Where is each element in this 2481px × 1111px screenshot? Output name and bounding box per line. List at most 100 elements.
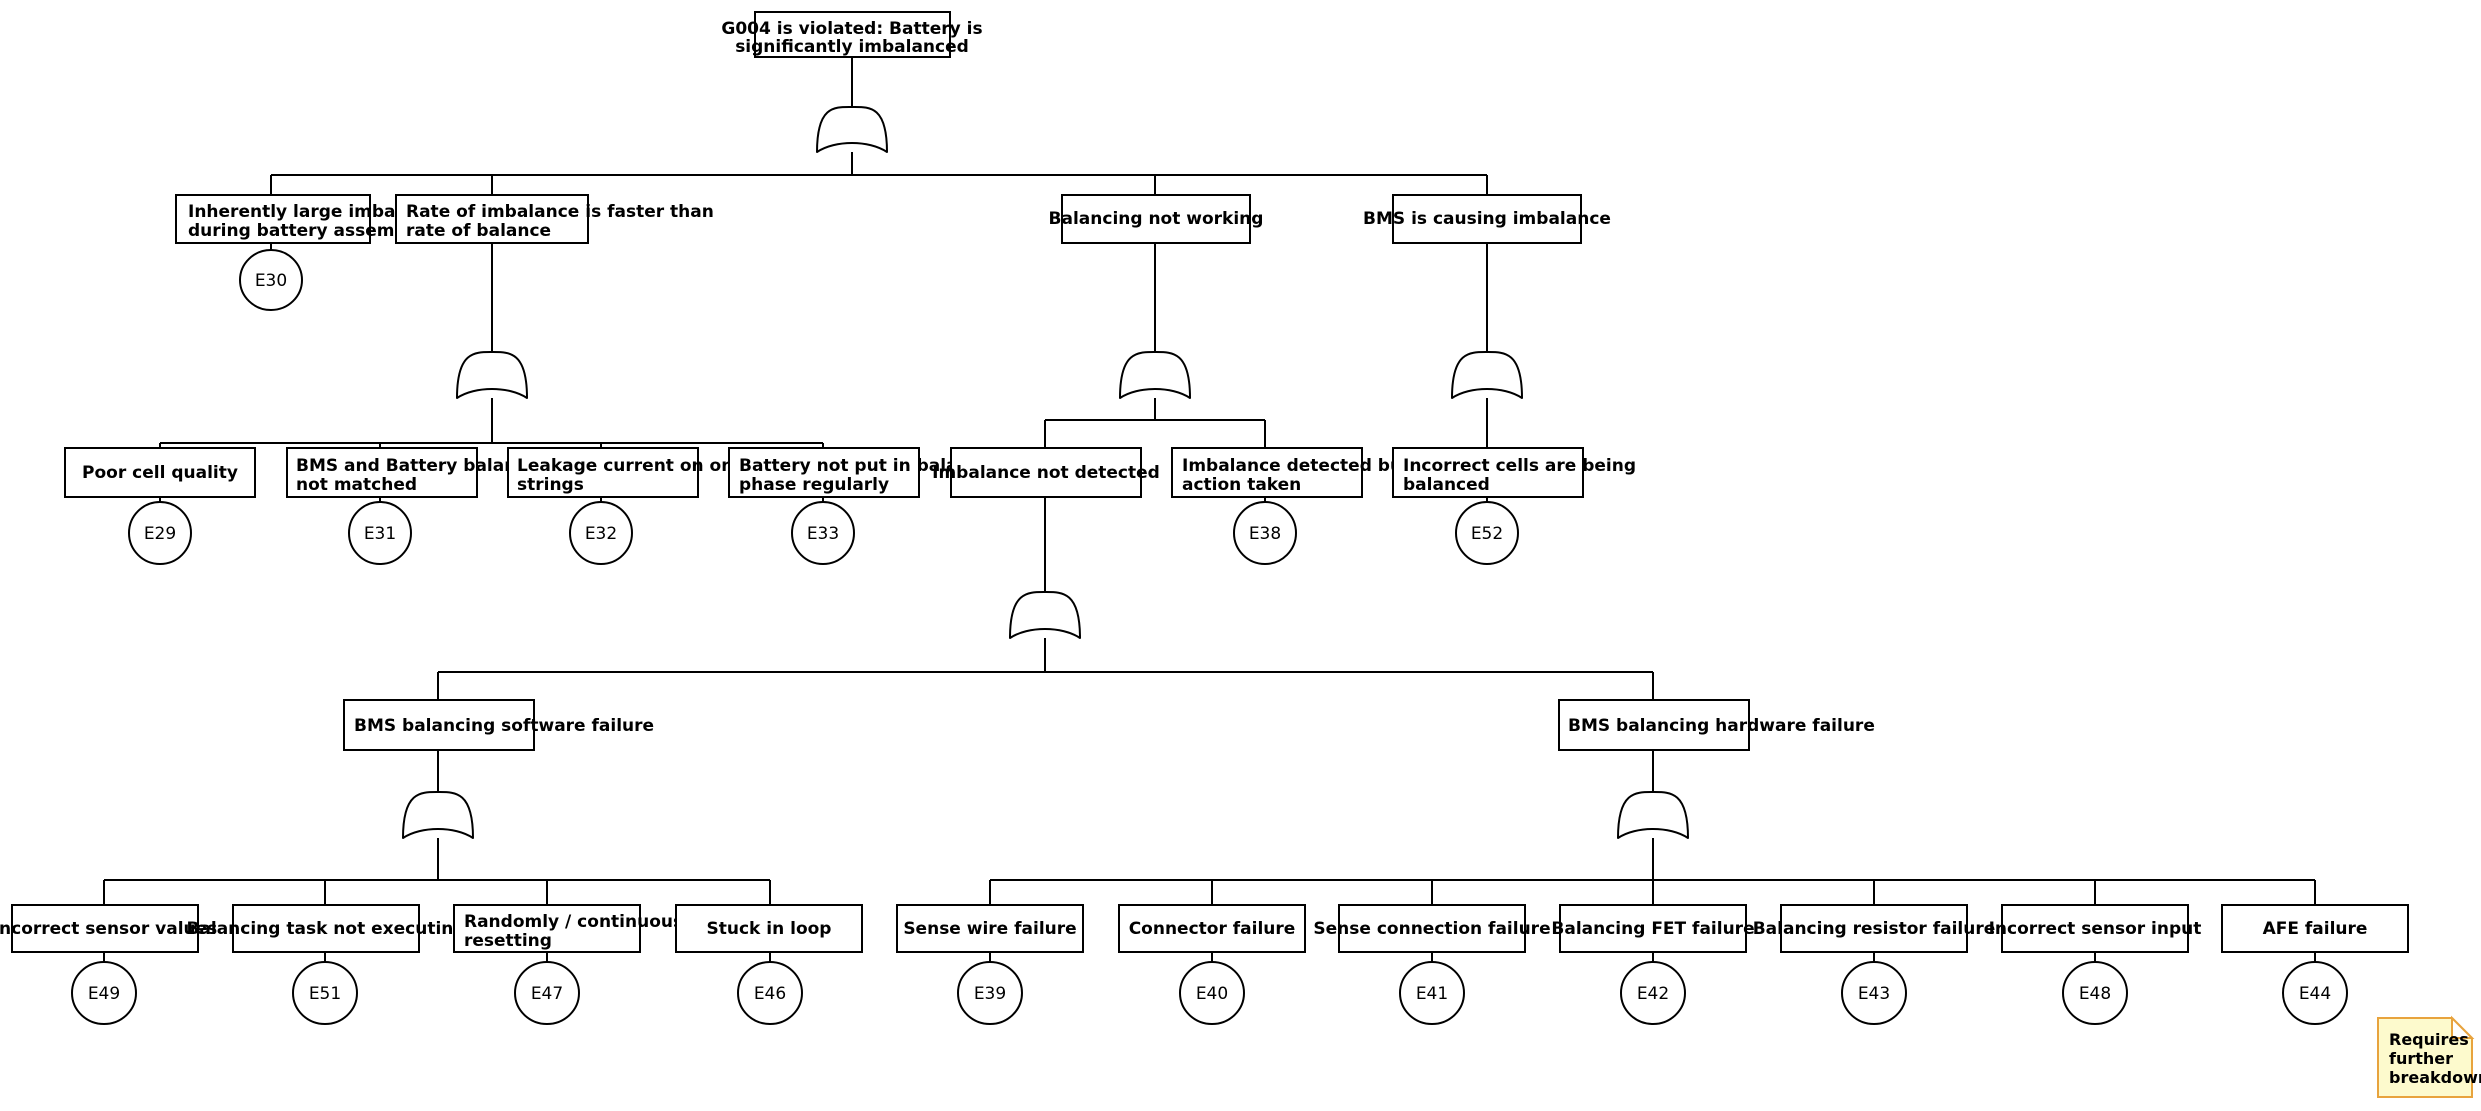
node-box[interactable]	[286, 447, 478, 498]
event-e49[interactable]: E49	[71, 961, 137, 1025]
event-e32[interactable]: E32	[569, 501, 633, 565]
event-label: E30	[255, 271, 287, 291]
node-afe-failure[interactable]: AFE failure	[2221, 904, 2409, 953]
event-e48[interactable]: E48	[2062, 961, 2128, 1025]
gate-imbalance-not-detected[interactable]	[1009, 590, 1081, 639]
event-e51[interactable]: E51	[292, 961, 358, 1025]
node-incorrect-cells-balanced[interactable]: Incorrect cells are being balanced	[1392, 447, 1636, 498]
gate-bms-causing[interactable]	[1451, 350, 1523, 399]
node-rate-of-imbalance[interactable]: Rate of imbalance is faster than rate of…	[395, 194, 714, 244]
basic-event-circle[interactable]	[1455, 501, 1519, 565]
basic-event-circle[interactable]	[1233, 501, 1297, 565]
node-connector-failure[interactable]: Connector failure	[1118, 904, 1306, 953]
event-e33[interactable]: E33	[791, 501, 855, 565]
node-box[interactable]	[1171, 447, 1363, 498]
event-label: E40	[1196, 984, 1228, 1004]
event-label: E44	[2299, 984, 2331, 1004]
event-e52[interactable]: E52	[1455, 501, 1519, 565]
node-box[interactable]	[11, 904, 199, 953]
node-line1: Balancing resistor failure	[1753, 919, 1996, 939]
event-e29[interactable]: E29	[128, 501, 192, 565]
top-event-node[interactable]: G004 is violated: Battery is significant…	[721, 11, 983, 58]
basic-event-circle[interactable]	[239, 249, 303, 311]
note-body[interactable]	[2377, 1017, 2473, 1098]
node-box[interactable]	[64, 447, 256, 498]
node-box[interactable]	[2001, 904, 2189, 953]
basic-event-circle[interactable]	[2282, 961, 2348, 1025]
basic-event-circle[interactable]	[348, 501, 412, 565]
event-e31[interactable]: E31	[348, 501, 412, 565]
gate-software[interactable]	[402, 790, 474, 839]
basic-event-circle[interactable]	[569, 501, 633, 565]
event-e46[interactable]: E46	[737, 961, 803, 1025]
basic-event-circle[interactable]	[2062, 961, 2128, 1025]
node-bms-balancing-software-failure[interactable]: BMS balancing software failure	[343, 699, 654, 751]
node-bms-balancing-hardware-failure[interactable]: BMS balancing hardware failure	[1558, 699, 1875, 751]
node-box[interactable]	[453, 904, 641, 953]
basic-event-circle[interactable]	[292, 961, 358, 1025]
node-box[interactable]	[175, 194, 371, 244]
sticky-note[interactable]: Requires further breakdown	[2377, 1015, 2481, 1098]
node-box[interactable]	[1118, 904, 1306, 953]
node-balancing-fet-failure[interactable]: Balancing FET failure	[1551, 904, 1755, 953]
node-imbalance-not-detected[interactable]: Imbalance not detected	[932, 447, 1160, 498]
node-box[interactable]	[950, 447, 1142, 498]
node-line1: BMS is causing imbalance	[1363, 209, 1611, 229]
event-e41[interactable]: E41	[1399, 961, 1465, 1025]
node-line1: Rate of imbalance is faster than	[406, 202, 714, 222]
event-e39[interactable]: E39	[957, 961, 1023, 1025]
top-event-box[interactable]	[754, 11, 951, 58]
node-bms-is-causing-imbalance[interactable]: BMS is causing imbalance	[1363, 194, 1611, 244]
basic-event-circle[interactable]	[71, 961, 137, 1025]
gate-hardware[interactable]	[1617, 790, 1689, 839]
basic-event-circle[interactable]	[128, 501, 192, 565]
node-stuck-in-loop[interactable]: Stuck in loop	[675, 904, 863, 953]
gate-balancing[interactable]	[1119, 350, 1191, 399]
node-box[interactable]	[1558, 699, 1750, 751]
node-sense-wire-failure[interactable]: Sense wire failure	[896, 904, 1084, 953]
node-box[interactable]	[1338, 904, 1526, 953]
node-poor-cell-quality[interactable]: Poor cell quality	[64, 447, 256, 498]
node-inherently-large-imbalance[interactable]: Inherently large imbalance during batter…	[175, 194, 447, 244]
event-e40[interactable]: E40	[1179, 961, 1245, 1025]
node-box[interactable]	[1559, 904, 1747, 953]
basic-event-circle[interactable]	[957, 961, 1023, 1025]
node-box[interactable]	[395, 194, 589, 244]
gate-top[interactable]	[816, 105, 888, 153]
node-box[interactable]	[2221, 904, 2409, 953]
event-e47[interactable]: E47	[514, 961, 580, 1025]
node-balancing-resistor-failure[interactable]: Balancing resistor failure	[1753, 904, 1996, 953]
node-box[interactable]	[728, 447, 920, 498]
node-box[interactable]	[675, 904, 863, 953]
basic-event-circle[interactable]	[1399, 961, 1465, 1025]
event-label: E46	[754, 984, 786, 1004]
basic-event-circle[interactable]	[737, 961, 803, 1025]
node-box[interactable]	[1061, 194, 1251, 244]
basic-event-circle[interactable]	[1841, 961, 1907, 1025]
node-box[interactable]	[1392, 194, 1582, 244]
event-e43[interactable]: E43	[1841, 961, 1907, 1025]
node-box[interactable]	[343, 699, 535, 751]
node-box[interactable]	[1392, 447, 1584, 498]
basic-event-circle[interactable]	[1620, 961, 1686, 1025]
node-box[interactable]	[1780, 904, 1968, 953]
node-randomly-continuously-resetting[interactable]: Randomly / continuously resetting	[453, 904, 700, 953]
event-e30[interactable]: E30	[239, 249, 303, 311]
node-box[interactable]	[507, 447, 699, 498]
node-battery-not-in-balancing-phase[interactable]: Battery not put in balancing phase regul…	[728, 447, 1010, 498]
node-balancing-task-not-executing[interactable]: Balancing task not executing	[186, 904, 466, 953]
node-incorrect-sensor-input[interactable]: Incorrect sensor input	[1989, 904, 2202, 953]
basic-event-circle[interactable]	[791, 501, 855, 565]
node-box[interactable]	[232, 904, 420, 953]
basic-event-circle[interactable]	[514, 961, 580, 1025]
gate-rate[interactable]	[456, 350, 528, 399]
node-sense-connection-failure[interactable]: Sense connection failure	[1313, 904, 1551, 953]
node-incorrect-sensor-values[interactable]: Incorrect sensor values	[0, 904, 217, 953]
event-e42[interactable]: E42	[1620, 961, 1686, 1025]
node-imbalance-detected-no-action[interactable]: Imbalance detected but no action taken	[1171, 447, 1440, 498]
event-e38[interactable]: E38	[1233, 501, 1297, 565]
event-e44[interactable]: E44	[2282, 961, 2348, 1025]
node-box[interactable]	[896, 904, 1084, 953]
basic-event-circle[interactable]	[1179, 961, 1245, 1025]
node-balancing-not-working[interactable]: Balancing not working	[1049, 194, 1264, 244]
